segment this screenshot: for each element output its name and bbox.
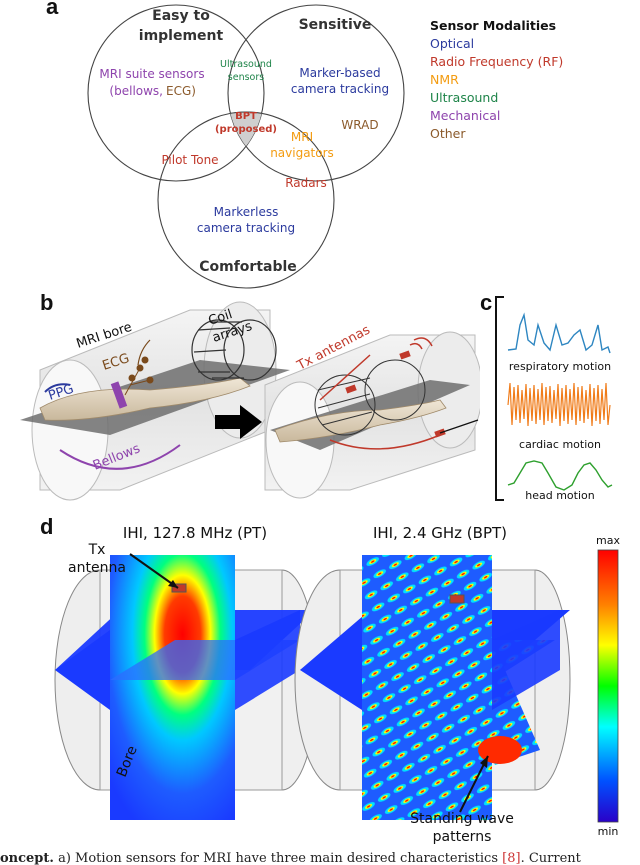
motion-traces: respiratory motion cardiac motion head m… bbox=[495, 296, 613, 502]
left-sim-title: IHI, 127.8 MHz (PT) bbox=[123, 524, 267, 542]
caption-body: a) Motion sensors for MRI have three mai… bbox=[53, 851, 503, 865]
label-respiratory: respiratory motion bbox=[509, 360, 611, 373]
field-simulations: IHI, 127.8 MHz (PT) IHI, 2.4 GHz (BPT) T… bbox=[54, 524, 620, 845]
legend-title: Sensor Modalities bbox=[430, 18, 556, 33]
venn-circle-sensitive bbox=[227, 4, 405, 182]
label-bpt-2: (proposed) bbox=[215, 124, 277, 135]
label-markerless-2: camera tracking bbox=[197, 221, 295, 235]
venn-title-easy-1: Easy to bbox=[152, 8, 210, 24]
venn-circle-easy bbox=[87, 4, 265, 182]
head-trace bbox=[507, 460, 613, 491]
panel-label-b: b bbox=[40, 290, 54, 315]
label-mri-navigators-2: navigators bbox=[270, 146, 334, 160]
label-marker-based-1: Marker-based bbox=[299, 66, 380, 80]
trace-bracket bbox=[495, 296, 504, 501]
transition-arrow bbox=[215, 405, 262, 439]
label-pilot-tone: Pilot Tone bbox=[161, 153, 218, 167]
panel-label-c: c bbox=[480, 290, 493, 315]
label-ultrasound-2: sensors bbox=[228, 72, 264, 83]
venn-diagram: Easy to implement Sensitive Comfortable … bbox=[87, 4, 563, 289]
venn-title-comfortable: Comfortable bbox=[199, 259, 297, 275]
panel-label-a: a bbox=[46, 0, 59, 19]
right-bore bbox=[264, 331, 480, 499]
caption-tail: . Current bbox=[520, 851, 581, 865]
respiratory-trace bbox=[507, 312, 611, 354]
left-simulation bbox=[54, 553, 318, 820]
label-mri-suite-2b: ECG) bbox=[166, 84, 196, 98]
label-tx-antenna-2: antenna bbox=[68, 560, 126, 576]
venn-title-easy-2: implement bbox=[139, 28, 224, 44]
venn-center-region bbox=[228, 111, 264, 181]
label-markerless-1: Markerless bbox=[214, 205, 279, 219]
legend-item-nmr: NMR bbox=[430, 72, 459, 87]
label-tx-antenna-1: Tx bbox=[88, 542, 106, 558]
label-marker-based-2: camera tracking bbox=[291, 82, 389, 96]
label-standing-wave-1: Standing wave bbox=[410, 811, 514, 827]
figure-caption: oncept. a) Motion sensors for MRI have t… bbox=[0, 851, 640, 865]
label-mri-suite-1: MRI suite sensors bbox=[99, 67, 204, 81]
mri-bore-illustration: MRI bore Coil arrays ECG PPG Bellows Tx … bbox=[20, 301, 480, 501]
label-head: head motion bbox=[525, 489, 595, 502]
panel-label-d: d bbox=[40, 514, 54, 539]
cardiac-trace bbox=[507, 382, 611, 427]
legend-item-other: Other bbox=[430, 126, 466, 141]
colorbar-max: max bbox=[596, 534, 620, 547]
label-mri-navigators-1: MRI bbox=[291, 130, 313, 144]
colorbar bbox=[597, 549, 619, 823]
label-radars: Radars bbox=[285, 176, 327, 190]
legend-item-ultrasound: Ultrasound bbox=[430, 90, 498, 105]
caption-ref[interactable]: [8] bbox=[502, 851, 521, 865]
left-bore bbox=[20, 301, 290, 501]
legend-item-rf: Radio Frequency (RF) bbox=[430, 54, 563, 69]
legend-item-mechanical: Mechanical bbox=[430, 108, 500, 123]
label-wrad: WRAD bbox=[341, 118, 378, 132]
legend-item-optical: Optical bbox=[430, 36, 474, 51]
colorbar-min: min bbox=[598, 825, 619, 838]
right-sim-title: IHI, 2.4 GHz (BPT) bbox=[373, 524, 507, 542]
label-coil-arrays-1: Coil bbox=[207, 307, 235, 329]
label-standing-wave-2: patterns bbox=[433, 829, 492, 845]
label-bpt-1: BPT bbox=[235, 111, 257, 122]
venn-title-sensitive: Sensitive bbox=[299, 17, 372, 33]
label-ultrasound-1: Ultrasound bbox=[220, 59, 272, 70]
label-cardiac: cardiac motion bbox=[519, 438, 601, 451]
right-simulation bbox=[294, 555, 571, 820]
caption-lead: oncept. bbox=[0, 851, 54, 865]
label-mri-suite-2a: (bellows, bbox=[109, 84, 163, 98]
